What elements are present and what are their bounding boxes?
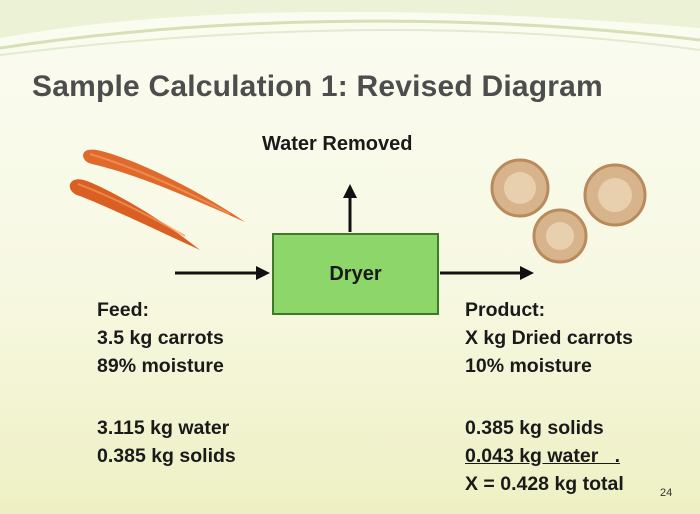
product-total: X = 0.428 kg total xyxy=(465,473,624,495)
slide-number: 24 xyxy=(660,487,673,499)
slide-title: Sample Calculation 1: Revised Diagram xyxy=(32,70,603,103)
feed-moisture: 89% moisture xyxy=(97,355,224,377)
dryer-label: Dryer xyxy=(329,262,382,285)
water-out-arrow xyxy=(343,184,357,232)
feed-heading: Feed: xyxy=(97,299,150,321)
product-water: 0.043 kg water . xyxy=(465,445,621,467)
product-block: Product: X kg Dried carrots 10% moisture xyxy=(465,296,633,380)
feed-water: 3.115 kg water xyxy=(97,417,230,439)
dryer-box: Dryer xyxy=(272,233,439,315)
feed-block: Feed: 3.5 kg carrots 89% moisture xyxy=(97,296,224,380)
header-swoosh-decoration xyxy=(0,0,700,56)
feed-solids: 0.385 kg solids xyxy=(97,445,236,467)
product-heading: Product: xyxy=(465,299,546,321)
product-moisture: 10% moisture xyxy=(465,355,592,377)
product-mass: X kg Dried carrots xyxy=(465,327,633,349)
water-removed-label: Water Removed xyxy=(262,133,413,155)
product-composition-block: 0.385 kg solids 0.043 kg water . X = 0.4… xyxy=(465,414,624,498)
feed-composition-block: 3.115 kg water 0.385 kg solids xyxy=(97,414,236,470)
product-solids: 0.385 kg solids xyxy=(465,417,604,439)
carrots-image xyxy=(69,149,245,250)
feed-mass: 3.5 kg carrots xyxy=(97,327,224,349)
dried-carrot-slices-image xyxy=(490,158,647,264)
feed-in-arrow xyxy=(175,266,270,280)
product-out-arrow xyxy=(440,266,534,280)
